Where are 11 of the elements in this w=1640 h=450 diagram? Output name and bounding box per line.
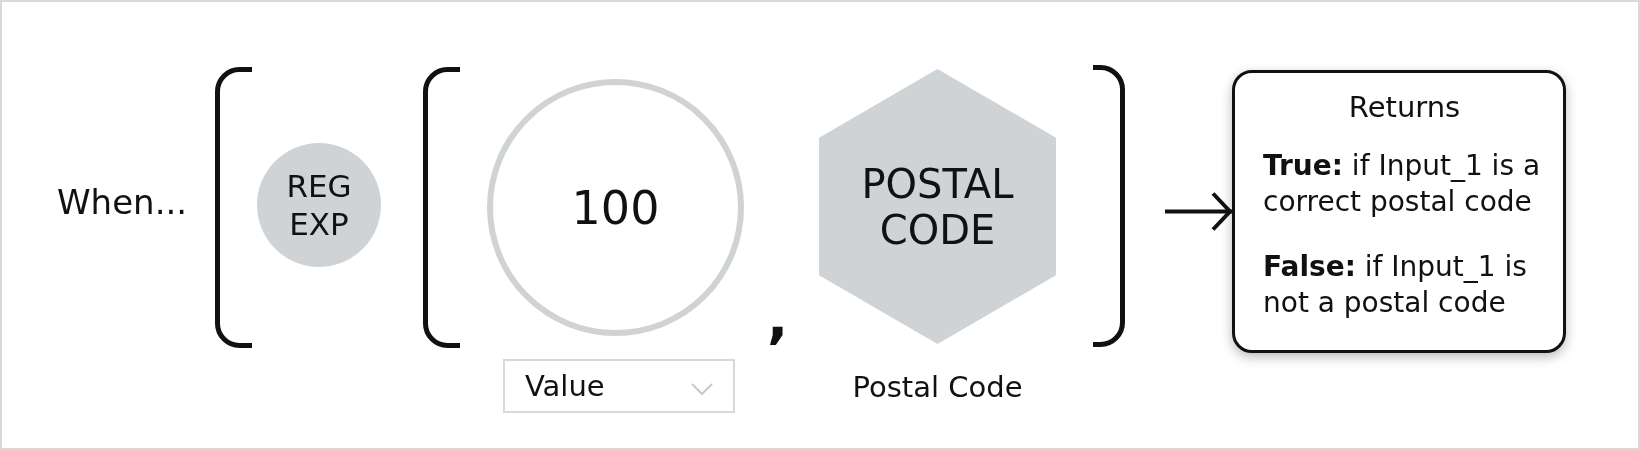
- body-text: True: if Input_1 is a correct postal code: [1263, 148, 1542, 220]
- body-text: False: if Input_1 is not a postal code: [1263, 249, 1528, 321]
- prompt-text: When...: [57, 182, 188, 222]
- result-card: [1232, 70, 1566, 353]
- circle-node: REG EXP: [257, 143, 381, 267]
- dropdown-field: Value: [503, 359, 735, 413]
- comma-separator: ,: [767, 290, 789, 346]
- caption-text: Postal Code: [852, 371, 1023, 403]
- ring-circle: 100: [487, 79, 744, 336]
- card-heading: Returns: [1347, 89, 1462, 125]
- arrow: [1165, 191, 1232, 232]
